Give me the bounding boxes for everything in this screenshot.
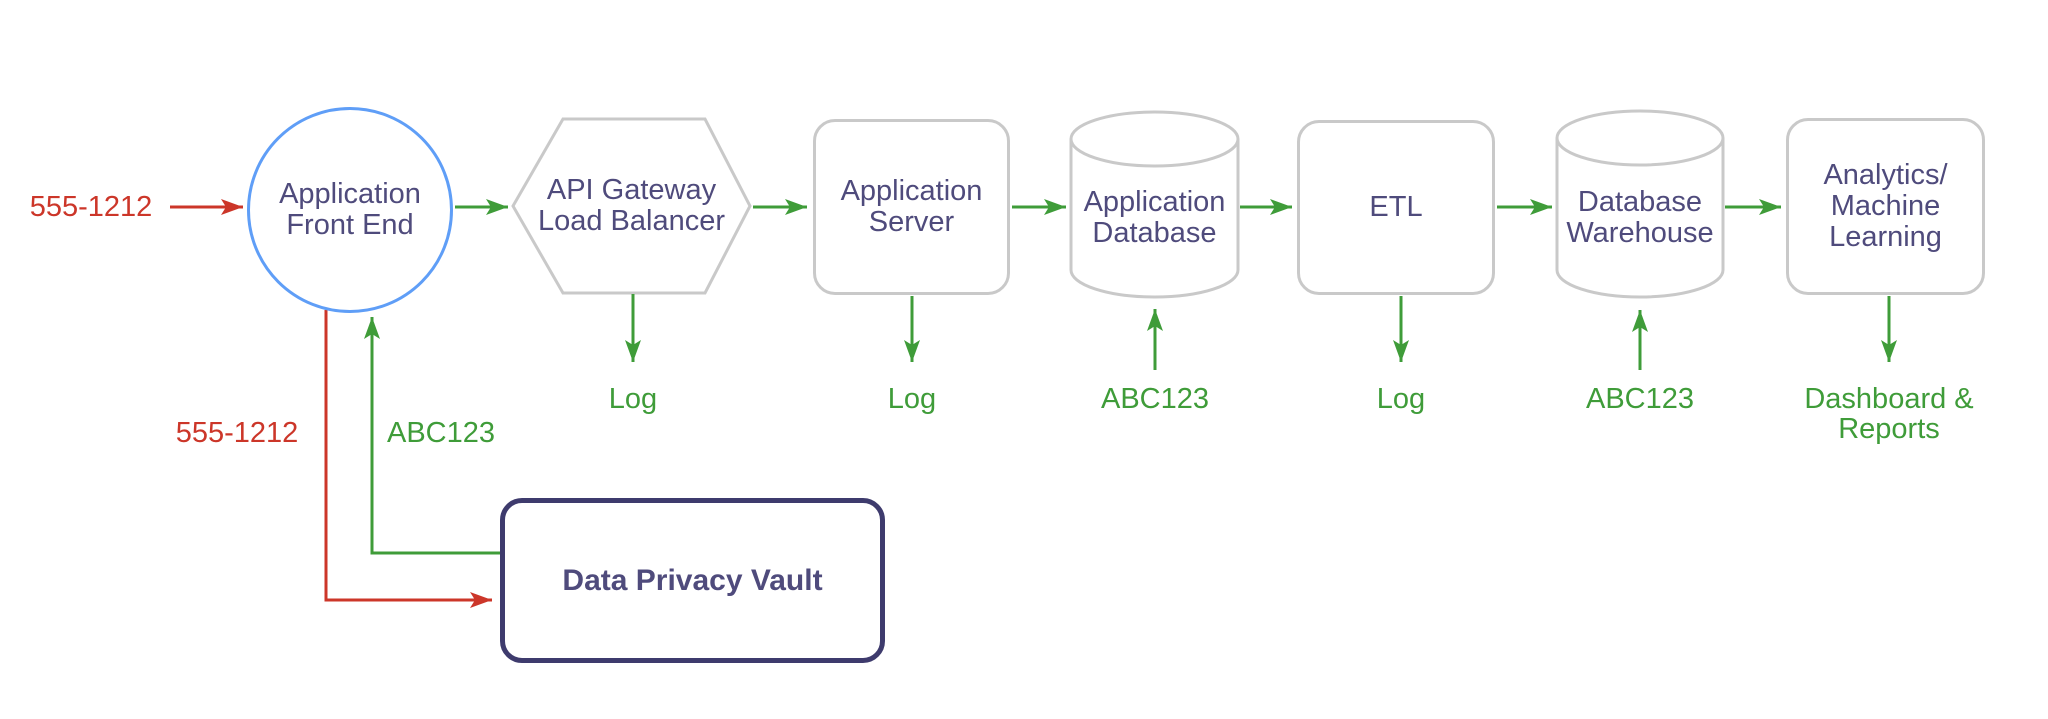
node-label-line: Machine	[1830, 190, 1941, 222]
analytics-output-label: Dashboard & Reports	[1789, 384, 1989, 444]
node-application-server: Application Server	[813, 119, 1010, 295]
server-log-label: Log	[887, 383, 937, 415]
node-etl: ETL	[1297, 120, 1495, 295]
database-token-label: ABC123	[1100, 383, 1209, 415]
node-label-line: Analytics/	[1823, 159, 1948, 191]
hexagon-shape	[511, 117, 752, 295]
node-label-line: Learning	[1829, 221, 1942, 253]
node-label-line: Server	[868, 206, 955, 238]
node-application-database: Application Database	[1071, 150, 1238, 285]
input-value-label: 555-1212	[29, 191, 153, 223]
cylinder-shape-application-database	[1069, 110, 1240, 299]
arrow-front-end-to-vault	[324, 310, 492, 608]
node-label-line: ETL	[1369, 191, 1423, 223]
node-database-warehouse: Database Warehouse	[1557, 150, 1723, 285]
vault-out-value-label: ABC123	[386, 417, 495, 449]
node-analytics-machine-learning: Analytics/ Machine Learning	[1786, 118, 1985, 295]
node-label-line: Application	[1083, 185, 1226, 218]
analytics-output-line: Dashboard &	[1804, 383, 1974, 415]
node-label-line: Application	[840, 175, 983, 207]
node-data-privacy-vault: Data Privacy Vault	[500, 498, 885, 663]
analytics-output-line: Reports	[1838, 413, 1940, 445]
gateway-log-label: Log	[608, 383, 658, 415]
vault-in-value-label: 555-1212	[175, 417, 299, 449]
arrow-vault-to-front-end	[364, 317, 500, 555]
node-label-line: Database	[1577, 185, 1703, 218]
node-label-line: Data Privacy Vault	[562, 564, 823, 597]
node-label-line: Application	[279, 178, 421, 210]
node-label-line: Load Balancer	[537, 205, 726, 237]
cylinder-shape-database-warehouse	[1555, 109, 1725, 299]
node-label-line: Database	[1092, 216, 1217, 249]
node-application-front-end: Application Front End	[247, 107, 453, 313]
warehouse-token-label: ABC123	[1585, 383, 1694, 415]
etl-log-label: Log	[1376, 383, 1426, 415]
node-label-line: Front End	[286, 209, 414, 241]
node-api-gateway-load-balancer: API Gateway Load Balancer	[513, 119, 750, 293]
node-label-line: Warehouse	[1566, 216, 1714, 249]
node-label-line: API Gateway	[546, 174, 717, 206]
